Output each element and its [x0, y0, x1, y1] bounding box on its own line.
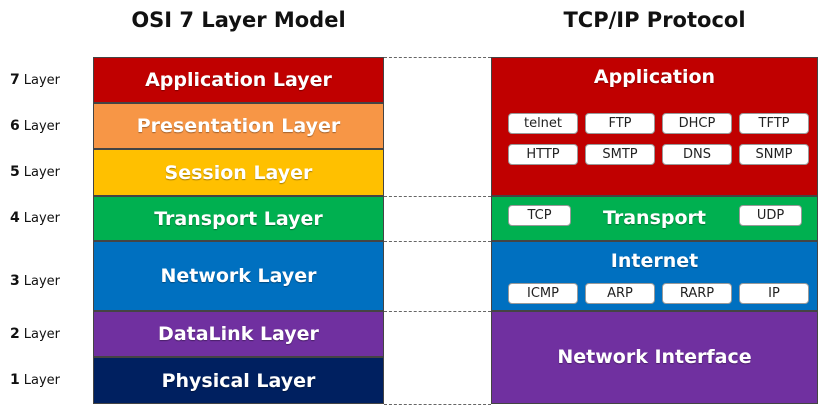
protocol-tcp: TCP — [508, 205, 571, 226]
osi-transport-layer: Transport Layer — [93, 196, 384, 241]
protocol-udp: UDP — [739, 205, 802, 226]
tcpip-transport-block: TCP Transport UDP — [491, 196, 818, 241]
tcpip-title: TCP/IP Protocol — [563, 8, 746, 32]
osi-physical-layer: Physical Layer — [93, 357, 384, 404]
connector-network-datalink — [384, 311, 491, 312]
protocol-ip: IP — [739, 283, 809, 304]
tcpip-application-block: Application telnet FTP DHCP TFTP HTTP SM… — [491, 57, 818, 196]
connector-top — [384, 57, 491, 58]
osi-datalink-layer: DataLink Layer — [93, 311, 384, 357]
osi-network-layer: Network Layer — [93, 241, 384, 311]
connector-application-transport — [384, 196, 491, 197]
osi-application-layer: Application Layer — [93, 57, 384, 103]
protocol-arp: ARP — [585, 283, 655, 304]
protocol-rarp: RARP — [662, 283, 732, 304]
osi-presentation-layer: Presentation Layer — [93, 103, 384, 149]
connector-transport-network — [384, 241, 491, 242]
tcpip-application-title: Application — [593, 66, 716, 88]
protocol-icmp: ICMP — [508, 283, 578, 304]
protocol-telnet: telnet — [508, 113, 578, 134]
tcpip-network-interface-block: Network Interface — [491, 311, 818, 404]
tcpip-network-interface-title: Network Interface — [557, 346, 752, 368]
osi-session-layer: Session Layer — [93, 149, 384, 196]
protocol-smtp: SMTP — [585, 144, 655, 165]
protocol-ftp: FTP — [585, 113, 655, 134]
osi-title: OSI 7 Layer Model — [131, 8, 346, 32]
connector-bottom — [384, 404, 491, 405]
protocol-tftp: TFTP — [739, 113, 809, 134]
protocol-snmp: SNMP — [739, 144, 809, 165]
protocol-dns: DNS — [662, 144, 732, 165]
protocol-http: HTTP — [508, 144, 578, 165]
protocol-dhcp: DHCP — [662, 113, 732, 134]
tcpip-internet-title: Internet — [610, 250, 699, 272]
tcpip-transport-title: Transport — [602, 207, 706, 229]
tcpip-internet-block: Internet ICMP ARP RARP IP — [491, 241, 818, 311]
